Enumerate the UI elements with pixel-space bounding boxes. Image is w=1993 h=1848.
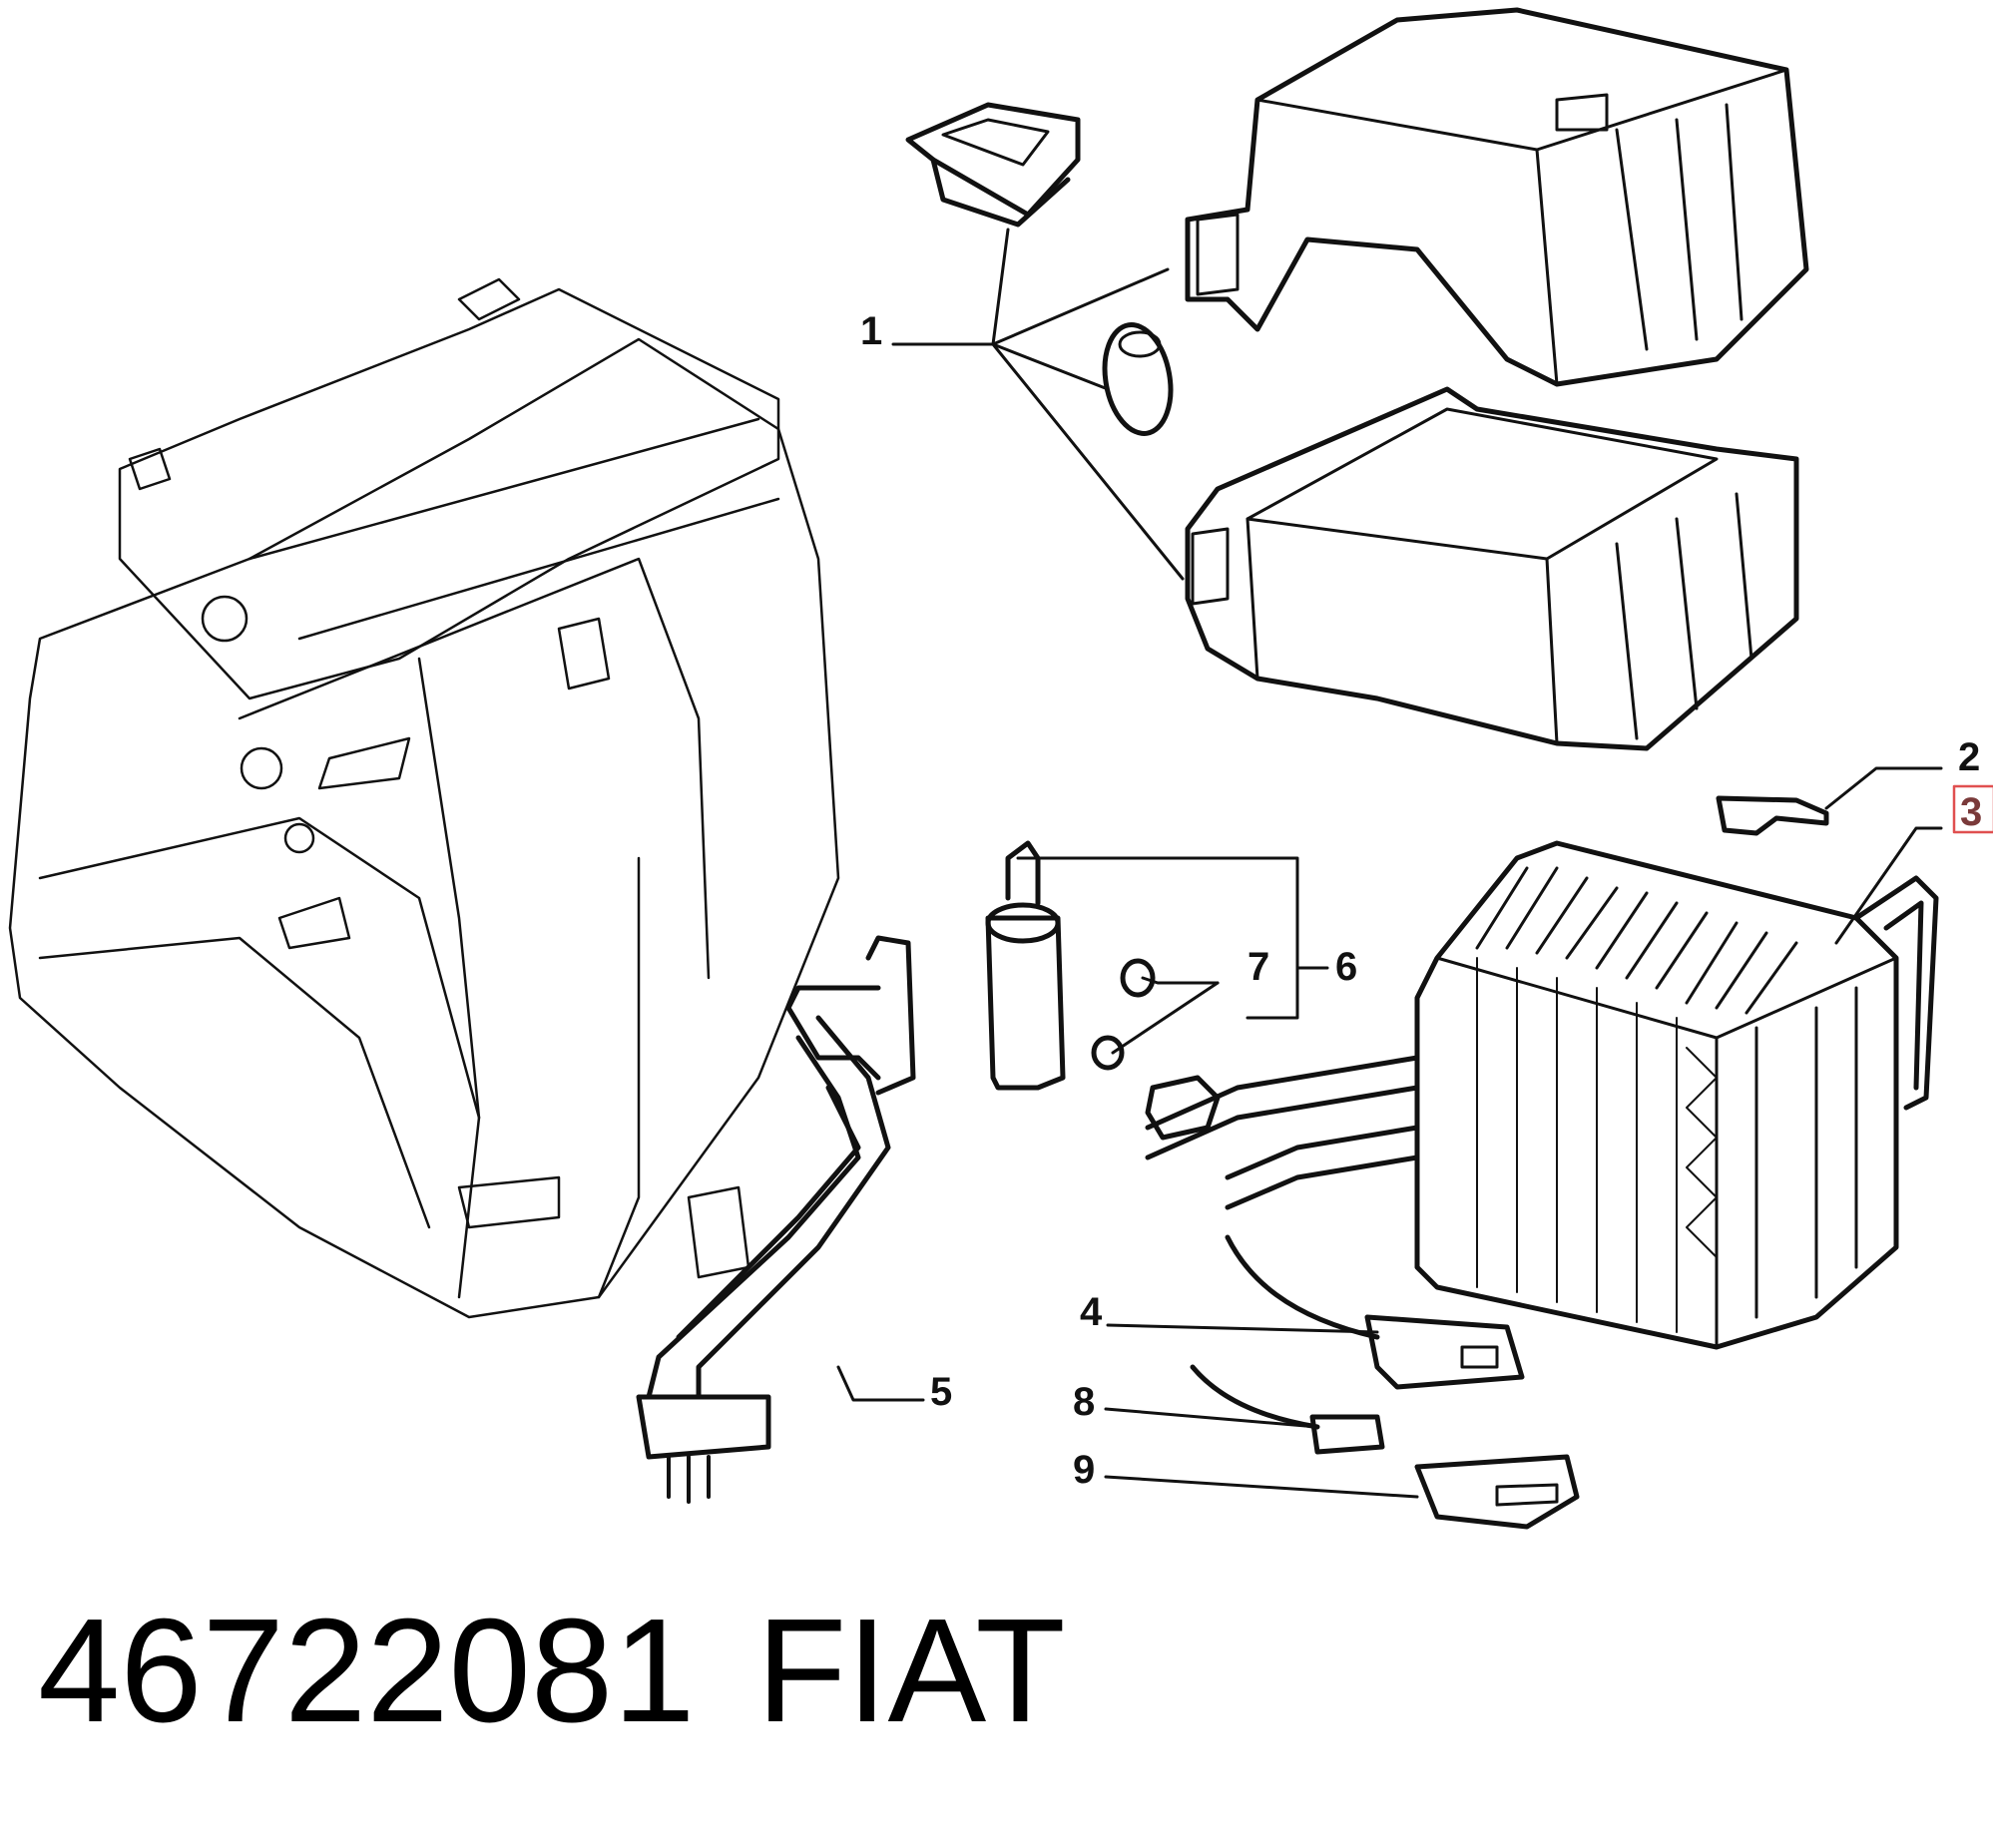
part-number: 46722081 bbox=[38, 1589, 696, 1753]
callout-2: 2 bbox=[1958, 735, 1980, 779]
clip-part-2 bbox=[1716, 795, 1829, 836]
callout-5: 5 bbox=[930, 1370, 952, 1414]
callout-6: 6 bbox=[1335, 945, 1357, 989]
callout-3: 3 bbox=[1960, 790, 1982, 834]
connector-block-part-9 bbox=[1414, 1454, 1580, 1530]
harness-connector-part-4 bbox=[1225, 1234, 1525, 1390]
leader-lines bbox=[836, 228, 1943, 1499]
callout-7: 7 bbox=[1247, 945, 1269, 989]
refrigerant-pipe-part-5 bbox=[636, 935, 916, 1504]
housing-cover-upper-part-1 bbox=[1185, 7, 1809, 387]
brand-name: FIAT bbox=[756, 1589, 1066, 1753]
housing-tray-lower-part-1 bbox=[1185, 386, 1799, 751]
hvac-housing-illustration bbox=[8, 277, 840, 1319]
o-ring-part-7 bbox=[1091, 958, 1156, 1071]
callout-9: 9 bbox=[1073, 1448, 1095, 1492]
callout-8: 8 bbox=[1073, 1380, 1095, 1424]
duct-adapter-part-1 bbox=[905, 102, 1081, 228]
pressure-valve-part-6 bbox=[985, 840, 1066, 1091]
callout-3-highlight bbox=[1952, 784, 1993, 834]
sensor-part-8 bbox=[1190, 1364, 1385, 1455]
callout-4: 4 bbox=[1080, 1290, 1103, 1334]
callout-1: 1 bbox=[860, 309, 882, 353]
grommet-part-1 bbox=[1102, 322, 1174, 436]
evaporator-core-part-3 bbox=[1145, 840, 1939, 1350]
